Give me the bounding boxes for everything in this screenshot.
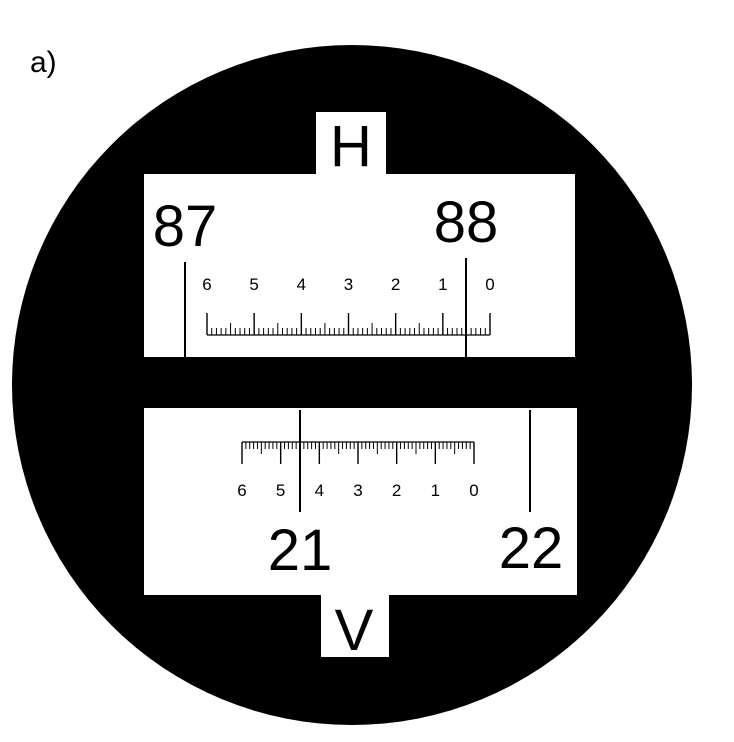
vertical-window-bg bbox=[144, 408, 577, 595]
h-minute-scale: 6 5 4 3 2 1 0 bbox=[202, 275, 495, 336]
horizontal-window-bg bbox=[144, 174, 575, 357]
h-scale-tick-label: 2 bbox=[391, 275, 400, 294]
panel-label: a) bbox=[30, 46, 57, 79]
h-scale-tick-label: 5 bbox=[249, 275, 258, 294]
v-minute-scale: 6 5 4 3 2 1 0 bbox=[237, 441, 479, 500]
h-scale-tick-label: 1 bbox=[438, 275, 447, 294]
h-letter: H bbox=[330, 114, 372, 179]
h-label-box bbox=[316, 112, 386, 174]
v-scale-tick-label: 1 bbox=[431, 481, 440, 500]
v-degree-left: 21 bbox=[268, 518, 333, 583]
v-label-box bbox=[321, 595, 389, 657]
h-degree-left: 87 bbox=[153, 194, 218, 259]
h-degree-right: 88 bbox=[434, 190, 499, 255]
h-scale-tick-label: 0 bbox=[485, 275, 494, 294]
v-scale-tick-label: 3 bbox=[353, 481, 362, 500]
v-degree-right: 22 bbox=[499, 516, 564, 581]
h-scale-tick-label: 6 bbox=[202, 275, 211, 294]
h-scale-tick-label: 4 bbox=[297, 275, 306, 294]
h-scale-tick-label: 3 bbox=[344, 275, 353, 294]
v-scale-tick-label: 2 bbox=[392, 481, 401, 500]
v-letter: V bbox=[335, 598, 374, 663]
v-scale-tick-label: 4 bbox=[315, 481, 324, 500]
v-scale-tick-label: 5 bbox=[276, 481, 285, 500]
v-scale-tick-label: 6 bbox=[237, 481, 246, 500]
v-scale-tick-label: 0 bbox=[469, 481, 478, 500]
horizontal-window: 87 88 6 5 4 3 2 1 0 bbox=[144, 174, 575, 357]
